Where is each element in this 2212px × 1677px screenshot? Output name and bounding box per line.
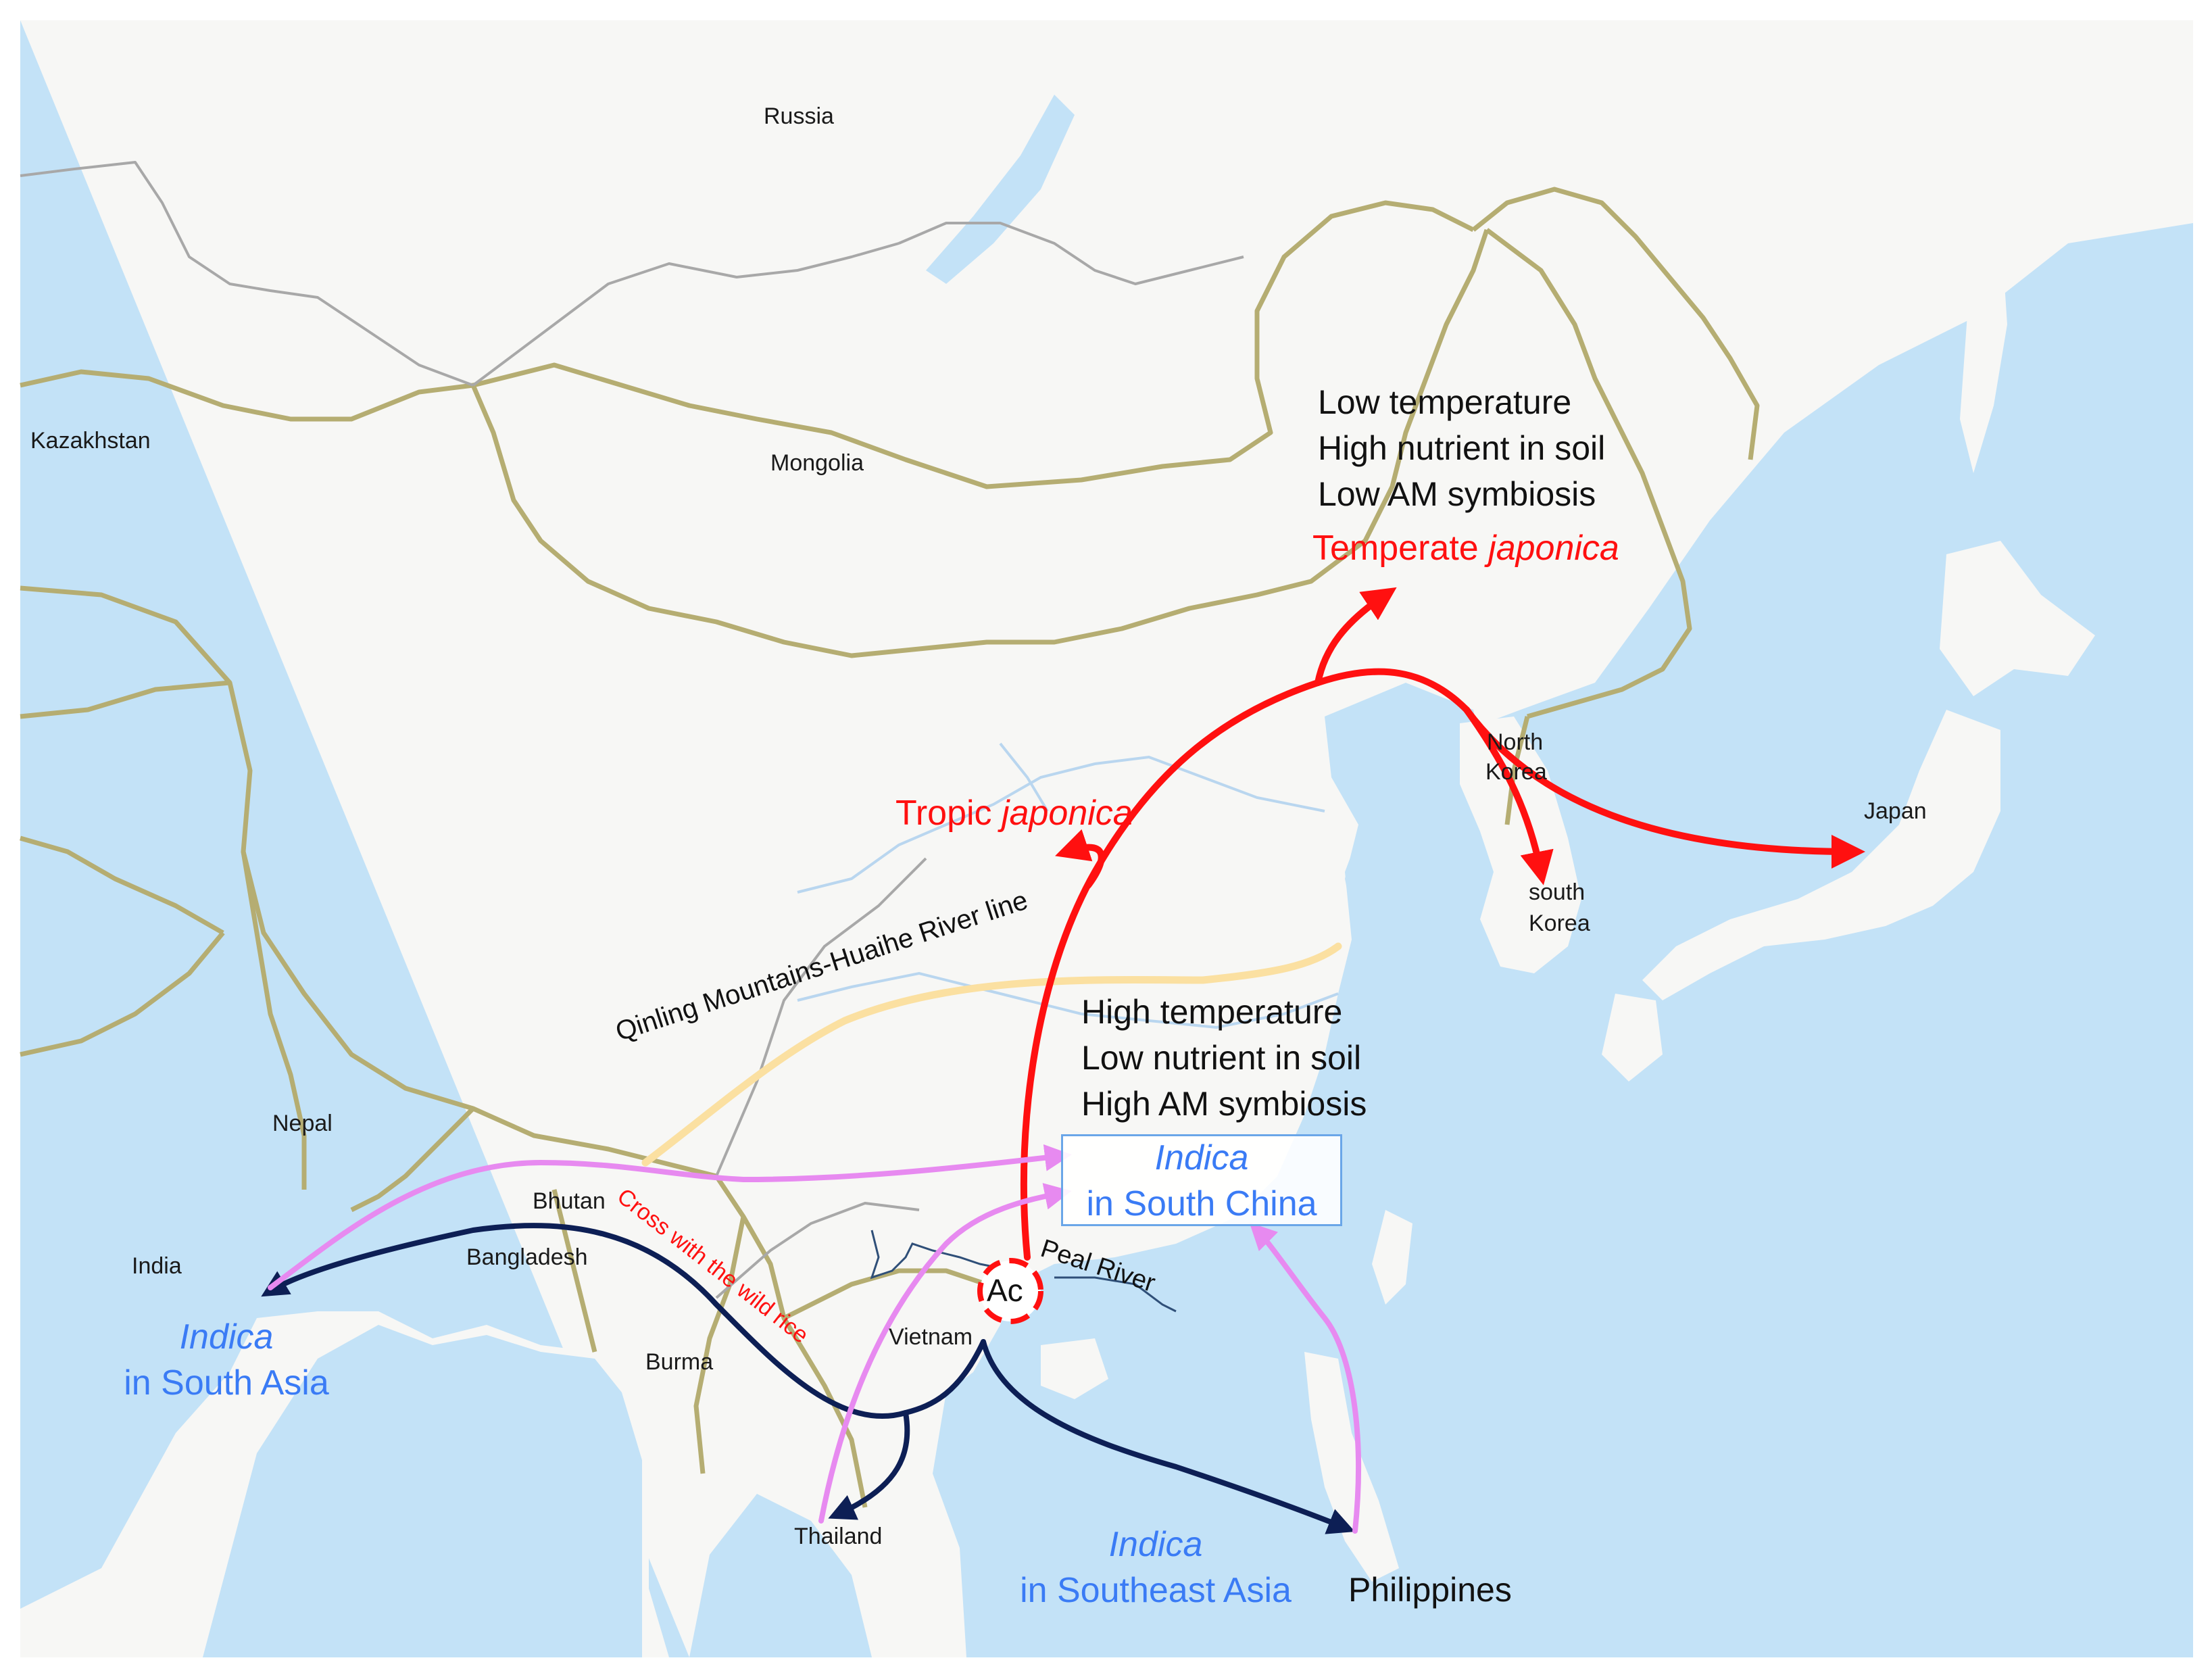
bay-of-bengal bbox=[203, 1325, 642, 1657]
sakhalin bbox=[1960, 203, 2007, 473]
label-north-korea-line1: North bbox=[1487, 729, 1544, 755]
korean-peninsula bbox=[1460, 716, 1581, 973]
japan-kyushu bbox=[1602, 994, 1663, 1081]
south-condition-nutrient: Low nutrient in soil bbox=[1081, 1039, 1362, 1077]
japan-honshu bbox=[1642, 710, 2000, 1000]
label-temperate-japonica: Temperate japonica bbox=[1312, 529, 1619, 568]
philippines-land bbox=[1304, 1352, 1399, 1582]
label-origin-ac: Ac bbox=[987, 1273, 1023, 1308]
label-india: India bbox=[132, 1253, 182, 1279]
north-condition-am: Low AM symbiosis bbox=[1318, 475, 1596, 513]
north-conditions: Low temperature High nutrient in soil Lo… bbox=[1318, 379, 1605, 517]
rivers bbox=[797, 742, 1339, 1029]
label-south-korea-line2: Korea bbox=[1529, 910, 1590, 936]
label-tropic-japonica: Tropic japonica bbox=[895, 794, 1133, 833]
south-conditions: High temperature Low nutrient in soil Hi… bbox=[1081, 989, 1367, 1127]
label-thailand: Thailand bbox=[794, 1524, 883, 1549]
lake-baikal bbox=[926, 95, 1075, 284]
label-japan: Japan bbox=[1864, 798, 1927, 824]
north-condition-temperature: Low temperature bbox=[1318, 383, 1572, 421]
label-nepal: Nepal bbox=[272, 1111, 333, 1136]
yellow-sea bbox=[1325, 683, 1487, 973]
label-indica-south-china: Indica in South China bbox=[1086, 1138, 1317, 1223]
label-bangladesh: Bangladesh bbox=[466, 1244, 588, 1270]
label-philippines: Philippines bbox=[1348, 1571, 1512, 1609]
label-north-korea-line2: Korea bbox=[1485, 759, 1547, 785]
origin-circle bbox=[977, 1258, 1043, 1324]
mainland bbox=[20, 20, 2193, 1657]
label-bhutan: Bhutan bbox=[533, 1188, 606, 1214]
japonica-routes bbox=[1020, 587, 1865, 1261]
country-borders bbox=[20, 187, 1760, 1508]
label-vietnam: Vietnam bbox=[889, 1324, 973, 1350]
label-burma: Burma bbox=[645, 1349, 714, 1375]
label-kazakhstan: Kazakhstan bbox=[30, 428, 151, 454]
south-condition-am: High AM symbiosis bbox=[1081, 1085, 1367, 1123]
label-mongolia: Mongolia bbox=[770, 450, 864, 476]
indica-routes bbox=[261, 1223, 1355, 1534]
province-borders bbox=[20, 161, 1244, 1299]
japan-hokkaido bbox=[1940, 541, 2095, 696]
pearl-river bbox=[870, 1230, 1177, 1313]
taiwan bbox=[1372, 1210, 1412, 1305]
indica-south-china-box bbox=[1061, 1134, 1342, 1226]
hainan bbox=[1041, 1338, 1108, 1399]
north-condition-nutrient: High nutrient in soil bbox=[1318, 429, 1606, 467]
south-condition-temperature: High temperature bbox=[1081, 993, 1343, 1031]
label-indica-southeast-asia: Indica in Southeast Asia bbox=[1020, 1525, 1292, 1610]
label-russia: Russia bbox=[764, 103, 834, 129]
label-indica-south-asia: Indica in South Asia bbox=[124, 1317, 329, 1403]
qinling-huaihe-line bbox=[641, 942, 1342, 1167]
indica-return-routes bbox=[268, 1144, 1361, 1534]
label-south-korea-line1: south bbox=[1529, 879, 1586, 905]
